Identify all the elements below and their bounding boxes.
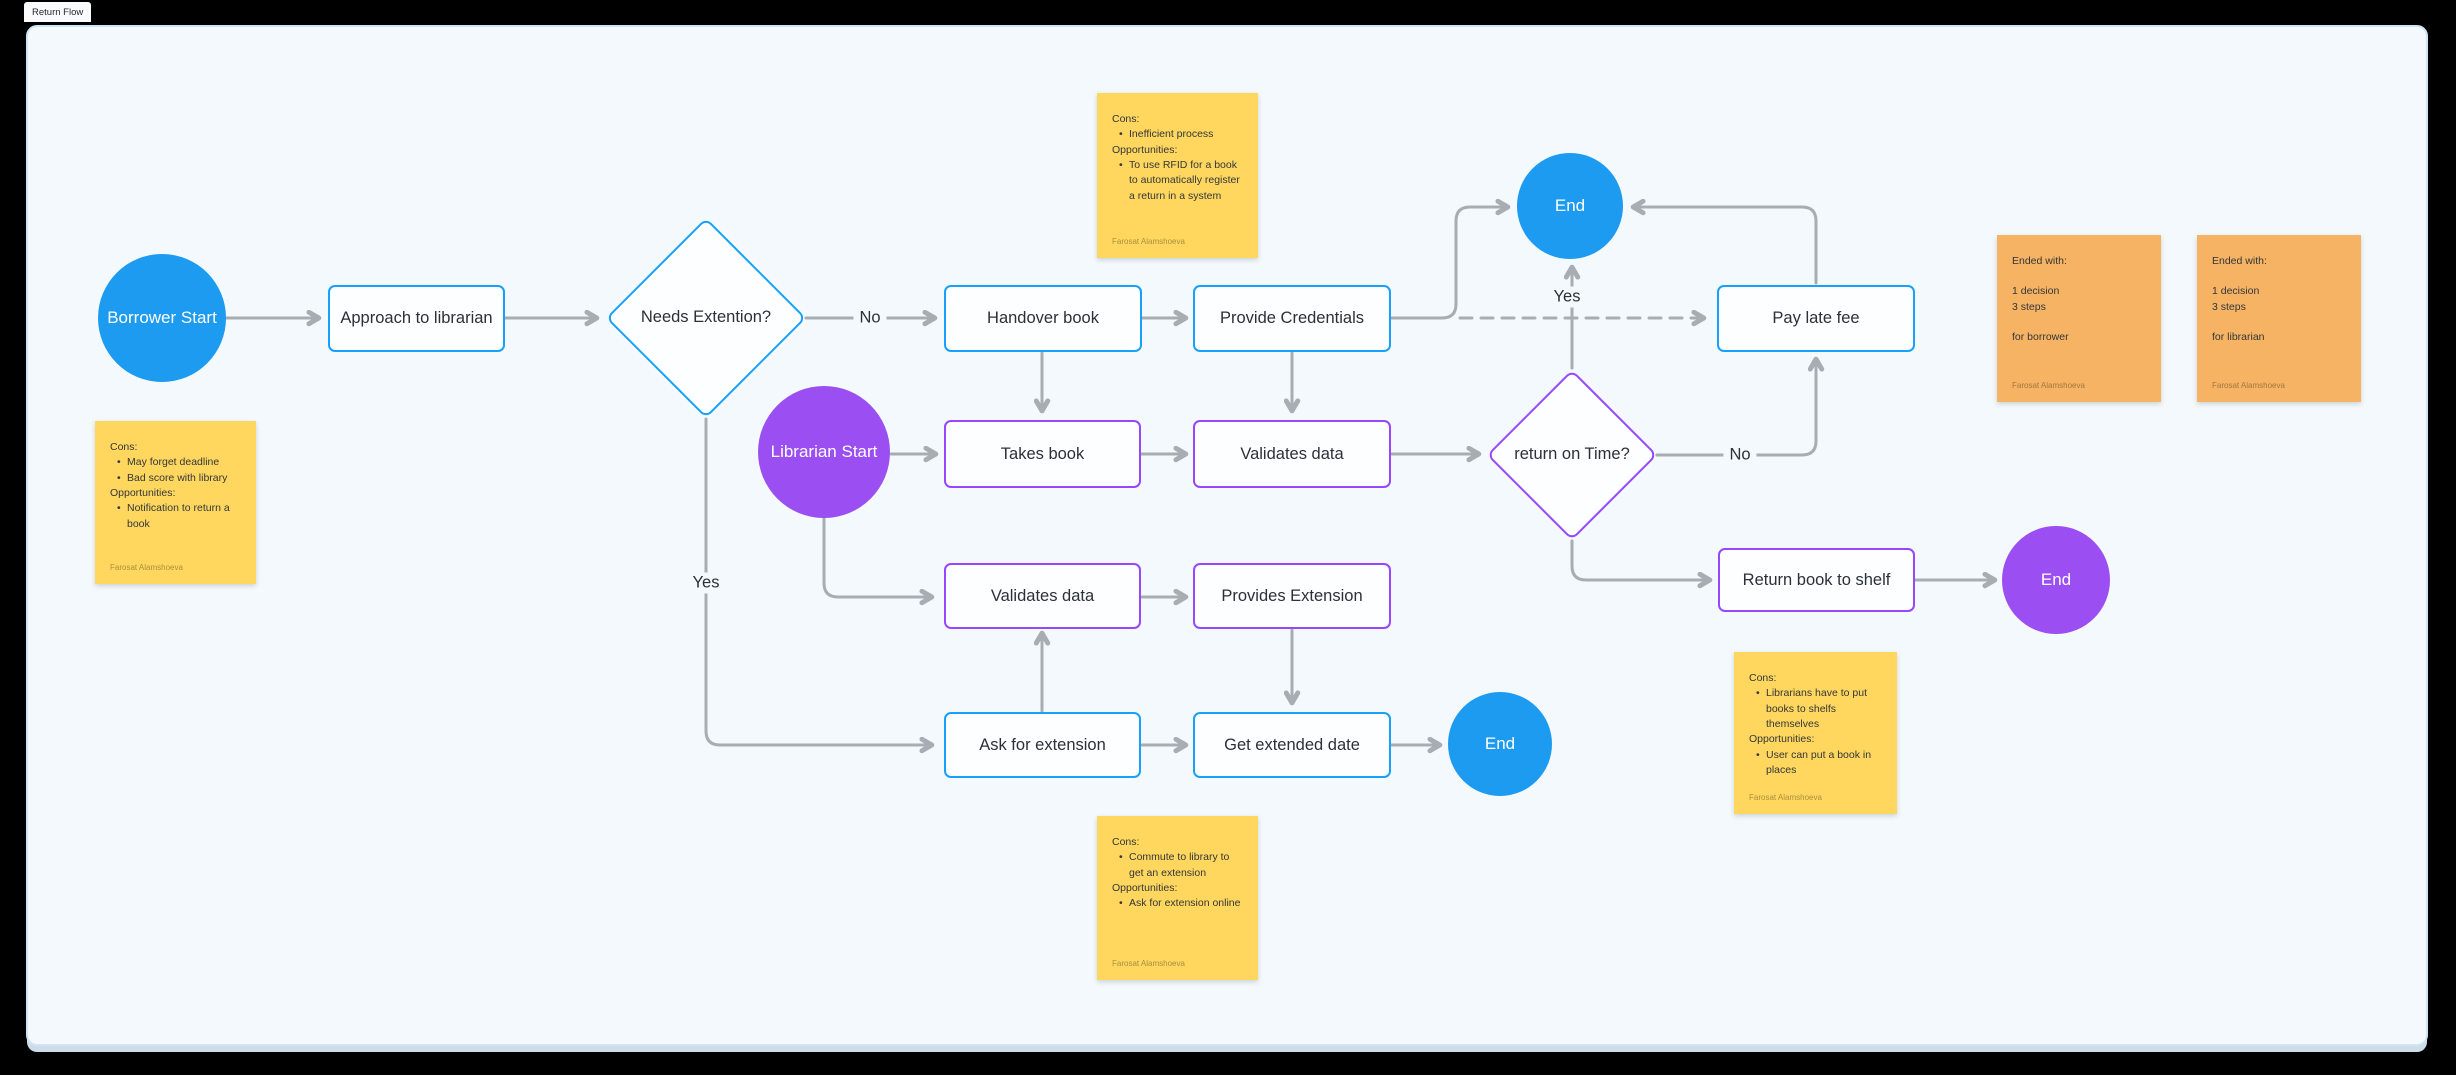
edge-paylate-to-end[interactable] bbox=[1630, 198, 1818, 285]
sticky-note-ended-borrower[interactable]: Ended with: 1 decision 3 steps for borro… bbox=[1997, 235, 2161, 402]
sticky-subject: for librarian bbox=[2212, 330, 2265, 343]
node-provide-credentials[interactable]: Provide Credentials bbox=[1193, 285, 1391, 352]
file-tab[interactable]: Return Flow bbox=[24, 2, 92, 22]
sticky-author: Farosat Alamshoeva bbox=[110, 563, 183, 573]
edge-label-no-paylate[interactable]: No bbox=[1723, 444, 1757, 466]
edge-label-no-handover[interactable]: No bbox=[853, 307, 887, 329]
node-label: End bbox=[1484, 734, 1516, 754]
node-label: Handover book bbox=[987, 309, 1099, 327]
sticky-line: Cons: bbox=[110, 441, 138, 453]
node-label: Needs Extention? bbox=[640, 308, 772, 327]
sticky-line: Bad score with library bbox=[110, 471, 242, 487]
sticky-line: 3 steps bbox=[2212, 300, 2246, 313]
sticky-note-rfid[interactable]: Cons: Inefficient process Opportunities:… bbox=[1097, 93, 1258, 258]
sticky-line: Opportunities: bbox=[1112, 143, 1178, 156]
node-approach-librarian[interactable]: Approach to librarian bbox=[328, 285, 505, 352]
file-tab-title: Return Flow bbox=[32, 6, 84, 18]
node-handover-book[interactable]: Handover book bbox=[944, 285, 1142, 352]
sticky-line: Cons: bbox=[1749, 672, 1777, 684]
sticky-line: Ask for extension online bbox=[1112, 896, 1244, 912]
node-label: End bbox=[2040, 570, 2072, 590]
sticky-subject: for borrower bbox=[2012, 330, 2069, 343]
node-return-on-time-decision[interactable]: return on Time? bbox=[1486, 369, 1658, 541]
sticky-line: Cons: bbox=[1112, 113, 1140, 125]
edge-label-yes-extension[interactable]: Yes bbox=[686, 572, 726, 594]
sticky-line: Notification to return a book bbox=[110, 501, 242, 532]
node-label: Takes book bbox=[1000, 444, 1085, 463]
sticky-line: To use RFID for a book to automatically … bbox=[1112, 158, 1244, 204]
node-label: Get extended date bbox=[1224, 735, 1360, 754]
spacer bbox=[2212, 315, 2347, 330]
node-provides-extension[interactable]: Provides Extension bbox=[1193, 563, 1391, 629]
node-return-book-to-shelf[interactable]: Return book to shelf bbox=[1718, 548, 1915, 612]
node-label: End bbox=[1554, 196, 1586, 216]
node-label: Return book to shelf bbox=[1742, 570, 1891, 589]
sticky-note-ended-librarian[interactable]: Ended with: 1 decision 3 steps for libra… bbox=[2197, 235, 2361, 402]
node-end-bottom[interactable]: End bbox=[1448, 692, 1552, 796]
node-label: Borrower Start bbox=[107, 308, 217, 328]
edge-credentials-to-end[interactable] bbox=[1389, 198, 1511, 320]
spacer bbox=[2012, 269, 2147, 284]
sticky-line: Opportunities: bbox=[1749, 733, 1815, 746]
sticky-line: Opportunities: bbox=[1112, 881, 1178, 894]
sticky-line: Commute to library to get an extension bbox=[1112, 850, 1244, 881]
node-validates-data-low[interactable]: Validates data bbox=[944, 563, 1141, 629]
node-needs-extension-decision[interactable]: Needs Extention? bbox=[605, 217, 807, 419]
node-validates-data-mid[interactable]: Validates data bbox=[1193, 420, 1391, 488]
node-get-extended-date[interactable]: Get extended date bbox=[1193, 712, 1391, 778]
node-pay-late-fee[interactable]: Pay late fee bbox=[1717, 285, 1915, 352]
node-takes-book[interactable]: Takes book bbox=[944, 420, 1141, 488]
sticky-line: Opportunities: bbox=[110, 486, 176, 499]
sticky-line: 3 steps bbox=[2012, 300, 2046, 313]
node-label: return on Time? bbox=[1514, 445, 1630, 464]
sticky-line: 1 decision bbox=[2012, 285, 2060, 298]
sticky-line: Librarians have to put books to shelfs t… bbox=[1749, 686, 1883, 732]
node-label: Validates data bbox=[990, 586, 1095, 605]
sticky-line: Inefficient process bbox=[1112, 127, 1244, 143]
node-label: Ask for extension bbox=[979, 735, 1106, 754]
node-end-top[interactable]: End bbox=[1517, 153, 1623, 259]
sticky-title: Ended with: bbox=[2012, 255, 2067, 267]
edge-label-yes-end[interactable]: Yes bbox=[1547, 286, 1587, 308]
edge-returnontime-to-shelf[interactable] bbox=[1570, 539, 1713, 589]
node-label: Provide Credentials bbox=[1220, 309, 1364, 327]
node-borrower-start[interactable]: Borrower Start bbox=[98, 254, 226, 382]
sticky-line: User can put a book in places bbox=[1749, 748, 1883, 779]
sticky-line: May forget deadline bbox=[110, 455, 242, 471]
spacer bbox=[2012, 315, 2147, 330]
sticky-title: Ended with: bbox=[2212, 255, 2267, 267]
sticky-note-shelf[interactable]: Cons: Librarians have to put books to sh… bbox=[1734, 652, 1897, 814]
sticky-author: Farosat Alamshoeva bbox=[2212, 381, 2285, 391]
sticky-line: 1 decision bbox=[2212, 285, 2260, 298]
sticky-author: Farosat Alamshoeva bbox=[1112, 237, 1185, 247]
sticky-line: Cons: bbox=[1112, 836, 1140, 848]
node-label: Approach to librarian bbox=[340, 309, 493, 327]
sticky-note-deadline[interactable]: Cons: May forget deadline Bad score with… bbox=[95, 421, 256, 584]
sticky-author: Farosat Alamshoeva bbox=[1112, 959, 1185, 969]
spacer bbox=[2212, 269, 2347, 284]
edge-needs-to-askextension[interactable] bbox=[704, 417, 935, 754]
node-end-right[interactable]: End bbox=[2002, 526, 2110, 634]
node-librarian-start[interactable]: Librarian Start bbox=[758, 386, 890, 518]
node-label: Validates data bbox=[1240, 444, 1344, 463]
sticky-author: Farosat Alamshoeva bbox=[1749, 793, 1822, 803]
sticky-note-commute[interactable]: Cons: Commute to library to get an exten… bbox=[1097, 816, 1258, 980]
node-ask-for-extension[interactable]: Ask for extension bbox=[944, 712, 1141, 778]
node-label: Pay late fee bbox=[1772, 309, 1860, 327]
sticky-author: Farosat Alamshoeva bbox=[2012, 381, 2085, 391]
edge-librarian-to-validateslow[interactable] bbox=[822, 517, 935, 606]
edge-returnontime-to-paylate[interactable] bbox=[1655, 356, 1825, 457]
node-label: Librarian Start bbox=[770, 442, 878, 462]
node-label: Provides Extension bbox=[1221, 586, 1363, 605]
